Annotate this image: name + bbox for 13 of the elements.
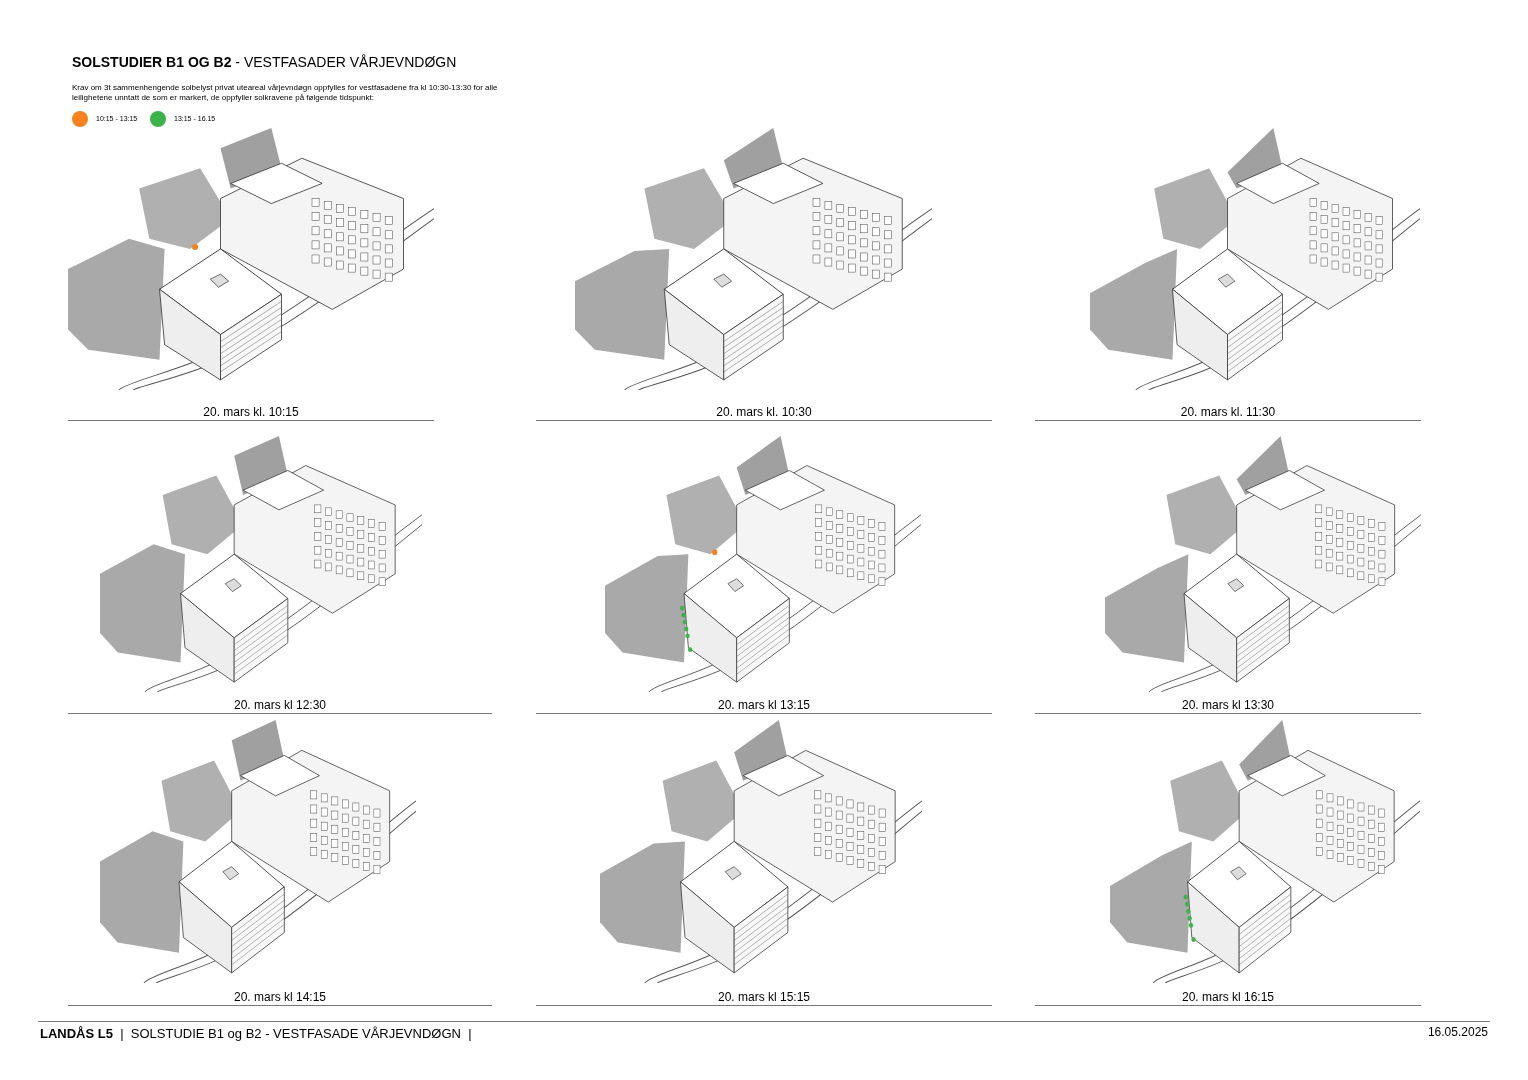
caption-text: 20. mars kl 16:15 bbox=[1180, 990, 1275, 1004]
caption-text: 20. mars kl 13:15 bbox=[716, 698, 811, 712]
caption-text: 20. mars kl. 10:15 bbox=[202, 405, 300, 419]
caption-text: 20. mars kl 12:30 bbox=[232, 698, 327, 712]
caption-text: 20. mars kl. 11:30 bbox=[1179, 405, 1277, 419]
title: SOLSTUDIER B1 OG B2 - VESTFASADER VÅRJEVNDØGN bbox=[72, 54, 457, 70]
footer-text: LANDÅS L5 | SOLSTUDIE B1 og B2 - VESTFASADE VÅRJEVNDØGN | bbox=[40, 1026, 472, 1041]
note-text: Krav om 3t sammenhengende solbelyst privat uteareal vårjevndøgn oppfylles for vestfasadene fra kl 10:30-13:30 for alle leilighetene unntatt de som er markert, de oppfyller solkravene på følgende tidspunkt: bbox=[72, 83, 499, 103]
caption-text: 20. mars kl 14:15 bbox=[232, 990, 327, 1004]
caption-text: 20. mars kl 15:15 bbox=[716, 990, 811, 1004]
caption-text: 20. mars kl. 10:30 bbox=[715, 405, 813, 419]
caption-text: 20. mars kl 13:30 bbox=[1180, 698, 1275, 712]
date-text: 16.05.2025 bbox=[1427, 1025, 1488, 1039]
